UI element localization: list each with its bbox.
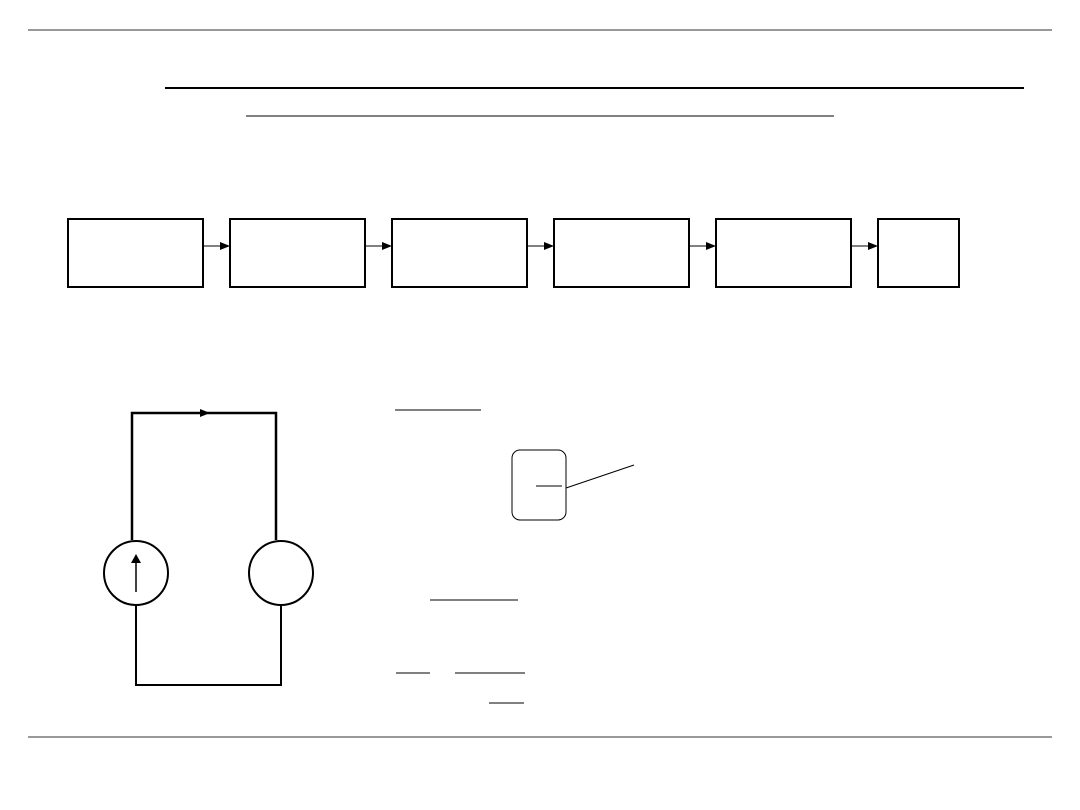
formula-area xyxy=(395,409,635,704)
flow-block-3 xyxy=(391,218,528,288)
callout-leader-line xyxy=(565,464,635,489)
rounded-box-icon xyxy=(511,449,567,521)
current-arrow-icon xyxy=(200,409,210,417)
current-source-icon xyxy=(103,540,169,606)
flow-block-5 xyxy=(715,218,852,288)
circuit-wire-top xyxy=(130,411,278,540)
flow-block-2 xyxy=(229,218,366,288)
circuit-diagram xyxy=(103,409,314,686)
flow-block-4 xyxy=(553,218,690,288)
flow-diagram xyxy=(67,218,960,288)
flow-block-1 xyxy=(67,218,204,288)
load-circle-icon xyxy=(248,540,314,606)
circuit-wire-bottom xyxy=(135,605,282,686)
flow-block-6 xyxy=(877,218,960,288)
